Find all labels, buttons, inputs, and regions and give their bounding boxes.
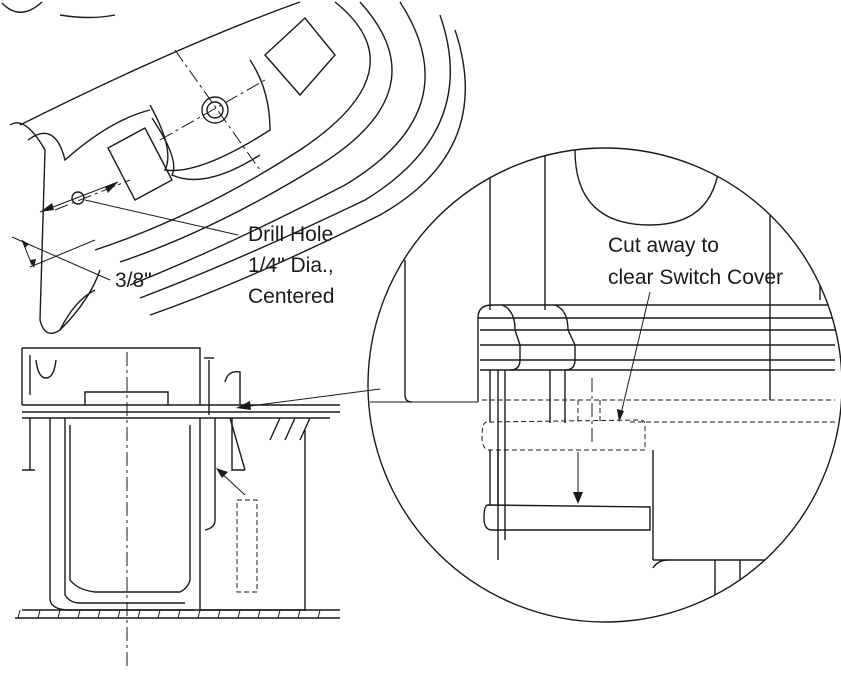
drill-hole-label-2: 1/4" Dia., (248, 254, 334, 277)
callout-marker (1, 1, 43, 13)
detail-view (367, 147, 841, 623)
rim-top-view (9, 1, 467, 334)
basin-side-view (15, 347, 381, 668)
drill-hole-label-3: Centered (248, 285, 334, 308)
cut-away-label-2: clear Switch Cover (608, 266, 783, 289)
offset-dimension-label: 3/8" (115, 269, 152, 292)
cut-away-label-1: Cut away to (608, 234, 719, 257)
drill-hole-label-1: Drill Hole (248, 223, 333, 246)
